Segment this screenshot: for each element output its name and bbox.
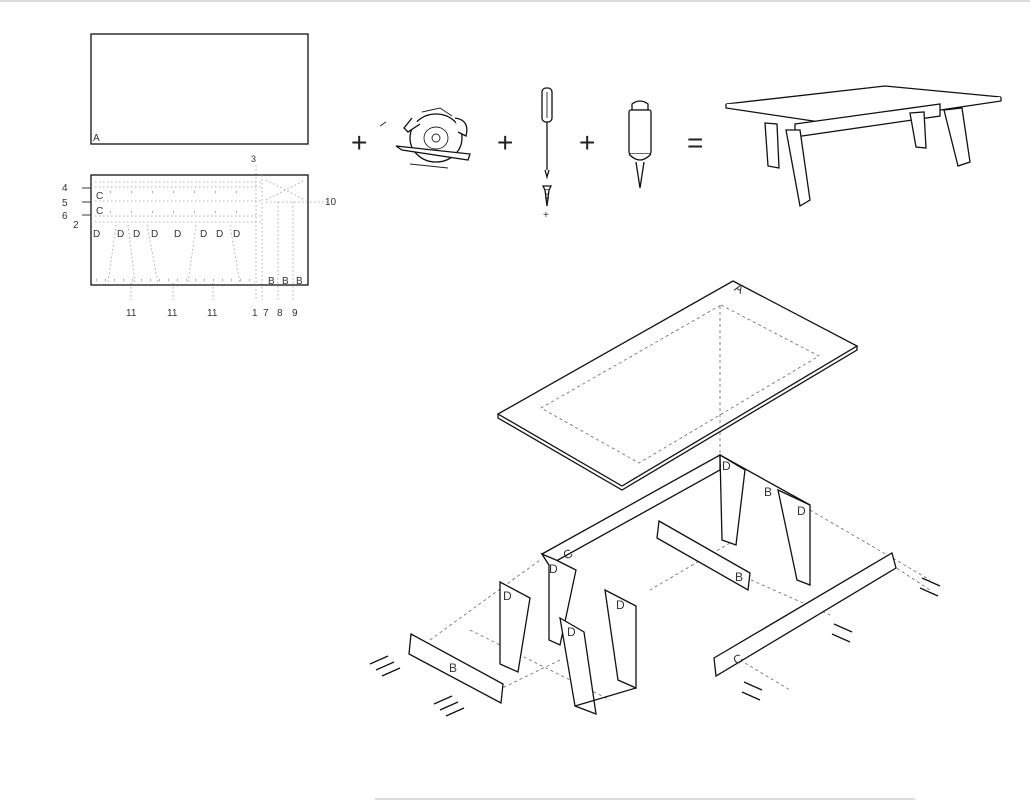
- plus-sign: +: [579, 127, 595, 158]
- screw-icon: [369, 655, 401, 677]
- cut-label-d: D: [200, 229, 207, 240]
- leg-label: D: [503, 589, 512, 603]
- cut-label-b: B: [282, 276, 289, 287]
- cut-label-d: D: [133, 229, 140, 240]
- sheet-a: A: [90, 33, 309, 145]
- cut-label-d: D: [151, 229, 158, 240]
- finished-table-icon: [725, 85, 1002, 208]
- leg-label: D: [797, 504, 806, 518]
- cut-label-b: B: [268, 276, 275, 287]
- rail-b-middle: B: [656, 519, 751, 592]
- rail-b-label: B: [735, 570, 743, 584]
- screw-icon: [433, 695, 465, 717]
- screw-icon: [831, 623, 853, 643]
- cut-number-2: 2: [73, 220, 79, 231]
- cut-number-7: 7: [263, 308, 269, 319]
- plus-sign: +: [351, 127, 367, 158]
- tabletop-a: A: [496, 280, 859, 491]
- leg-label: D: [549, 562, 558, 576]
- assembly-guides: [429, 509, 931, 701]
- screw-plus: +: [543, 210, 549, 221]
- cut-label-d: D: [216, 229, 223, 240]
- screwdriver-icon: [541, 87, 553, 180]
- leg-d-back-right: D D B: [719, 453, 811, 586]
- cut-number-11: 11: [126, 308, 137, 319]
- cut-label-d: D: [174, 229, 181, 240]
- cut-sheet: 4 5 6 2 3 10 C C D D D D D D D D B B B 1…: [62, 154, 337, 319]
- circular-saw-icon: [379, 107, 471, 169]
- rail-b-label: B: [764, 485, 772, 499]
- sheet-a-label: A: [93, 133, 100, 144]
- cut-label-b: B: [296, 276, 303, 287]
- cut-number-5: 5: [62, 198, 68, 209]
- glue-bottle-icon: [628, 100, 652, 189]
- leg-label: D: [722, 459, 731, 473]
- cut-label-d: D: [233, 229, 240, 240]
- screw-icon: [541, 185, 553, 207]
- cut-lines: [82, 165, 330, 300]
- rail-b-label: B: [449, 661, 457, 675]
- cut-number-11: 11: [207, 308, 218, 319]
- cut-number-9: 9: [292, 308, 298, 319]
- cut-number-1: 1: [252, 308, 258, 319]
- cut-number-4: 4: [62, 183, 68, 194]
- cut-number-3: 3: [251, 154, 256, 164]
- equals-sign: =: [687, 127, 703, 158]
- plus-sign: +: [497, 127, 513, 158]
- cut-label-d: D: [117, 229, 124, 240]
- cut-number-10: 10: [325, 197, 337, 208]
- rail-b-front: B: [408, 632, 504, 705]
- leg-d-front-left: D D: [499, 552, 577, 673]
- cut-label-c: C: [96, 206, 103, 217]
- leg-label: D: [616, 598, 625, 612]
- cut-number-8: 8: [277, 308, 283, 319]
- rail-c-front: C: [713, 552, 897, 678]
- screw-icon: [919, 577, 941, 597]
- leg-d-front-pair: D D: [559, 588, 637, 716]
- screw-icon: [741, 681, 763, 701]
- cut-number-6: 6: [62, 211, 68, 222]
- cut-label-d: D: [93, 229, 100, 240]
- leg-label: D: [567, 625, 576, 639]
- cut-label-c: C: [96, 191, 103, 202]
- cut-number-11: 11: [167, 308, 178, 319]
